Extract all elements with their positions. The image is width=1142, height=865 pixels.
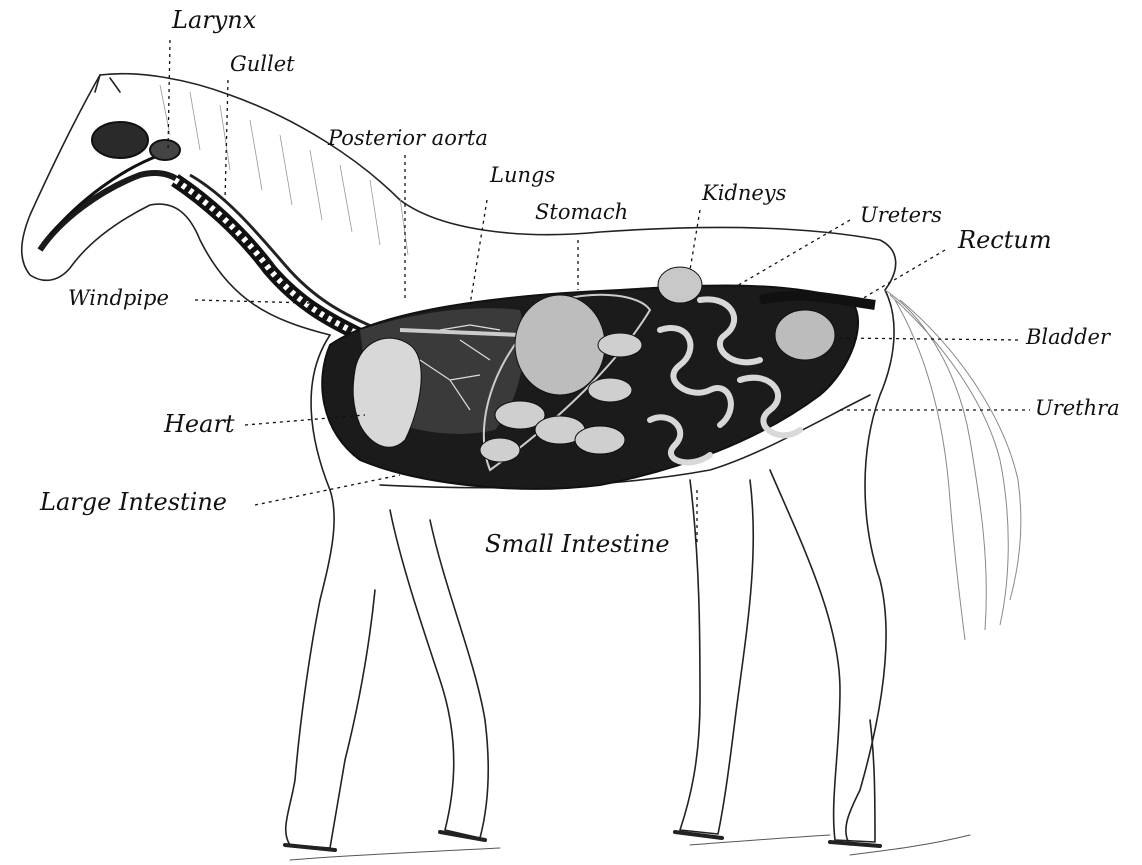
label-rectum: Rectum bbox=[958, 228, 1052, 252]
body-cavity bbox=[322, 267, 875, 489]
windpipe-gullet bbox=[175, 175, 380, 335]
label-heart: Heart bbox=[164, 412, 235, 436]
label-stomach: Stomach bbox=[535, 202, 628, 223]
mane-shading bbox=[160, 85, 408, 255]
skull bbox=[40, 122, 185, 250]
label-kidneys: Kidneys bbox=[702, 183, 786, 204]
label-posterior-aorta: Posterior aorta bbox=[328, 128, 488, 149]
label-ureters: Ureters bbox=[860, 205, 942, 226]
label-small-intestine: Small Intestine bbox=[485, 532, 670, 556]
label-lungs: Lungs bbox=[490, 165, 555, 186]
tail bbox=[885, 290, 1021, 640]
label-gullet: Gullet bbox=[230, 54, 295, 75]
label-bladder: Bladder bbox=[1026, 327, 1110, 348]
label-large-intestine: Large Intestine bbox=[40, 490, 227, 514]
label-windpipe: Windpipe bbox=[68, 288, 169, 309]
label-urethra: Urethra bbox=[1035, 398, 1120, 419]
label-larynx: Larynx bbox=[172, 8, 256, 32]
